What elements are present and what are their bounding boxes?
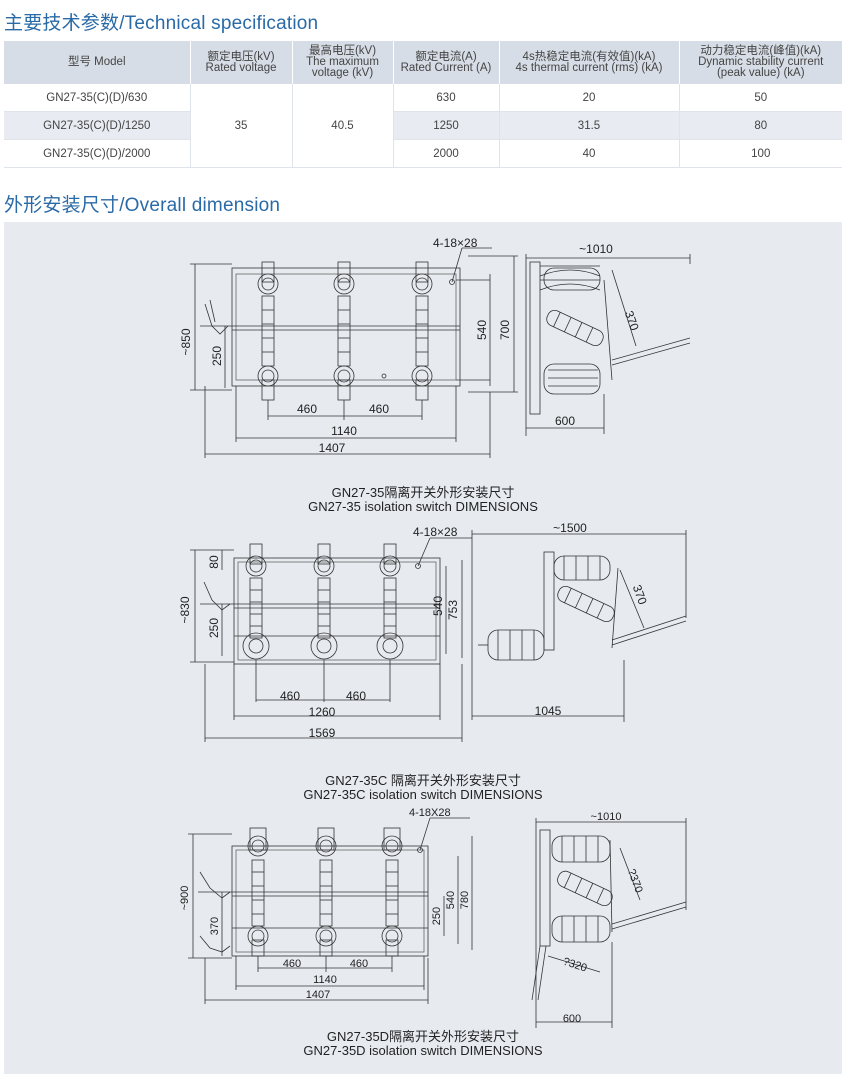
pole: [310, 543, 338, 660]
drawing-3-front: [188, 817, 473, 1004]
caption-cn: GN27-35隔离开关外形安装尺寸: [331, 485, 515, 500]
cell-current: 2000: [393, 139, 500, 168]
dim-inner-width: 1140: [331, 424, 357, 438]
dim-side-bottom: 600: [555, 414, 575, 428]
dim-side-diag: 370: [622, 309, 642, 333]
pole: [381, 827, 403, 957]
dim-pitch: 460: [346, 689, 366, 703]
dim-total-width: 1407: [319, 441, 346, 455]
dim-right-inner: 540: [475, 320, 489, 340]
pole: [242, 543, 270, 660]
header-model: 型号 Model: [4, 41, 191, 84]
dim-hole: 4-18×28: [433, 236, 478, 250]
pole: [247, 827, 269, 957]
cell-dynamic: 50: [679, 84, 842, 112]
dim-side-width: ~1010: [579, 242, 613, 256]
dim-pitch: 460: [283, 958, 301, 970]
cell-current: 630: [393, 84, 500, 112]
dim-right-inner: 540: [431, 596, 445, 616]
header-thermal-current: 4s热稳定电流(有效值)(kA)4s thermal current (rms)…: [499, 41, 680, 84]
drawing-1-side-labels: ~1010 370 600: [555, 242, 642, 428]
dim-right-inner: 540: [445, 891, 457, 909]
dim-side-bottom: 1045: [535, 704, 562, 718]
cell-current: 1250: [393, 111, 500, 140]
caption-en: GN27-35C isolation switch DIMENSIONS: [303, 787, 543, 802]
drawing-1-side: [525, 254, 691, 436]
caption-cn: GN27-35C 隔离开关外形安装尺寸: [325, 773, 521, 788]
table-row: GN27-35(C)(D)/2000 2000 40 100: [4, 139, 842, 168]
cell-thermal: 31.5: [499, 111, 680, 140]
dimension-heading: 外形安装尺寸/Overall dimension: [4, 195, 281, 216]
dim-right-outer: 780: [459, 891, 471, 909]
dim-side-diag: ?370: [625, 867, 645, 894]
table-row: GN27-35(C)(D)/1250 1250 31.5 80: [4, 111, 842, 140]
dim-total-width: 1407: [306, 989, 330, 1001]
dim-right-outer: 753: [446, 600, 460, 620]
dim-left: 250: [210, 346, 224, 366]
drawing-2-side: [471, 530, 687, 722]
dim-pitch: 460: [297, 402, 317, 416]
cell-model: GN27-35(C)(D)/630: [4, 84, 191, 112]
pole: [411, 261, 433, 401]
dim-inner-width: 1260: [309, 705, 336, 719]
drawing-2-front-labels: 4-18×28 ~830 80 250 540 753 460 460 1260…: [178, 525, 460, 740]
dim-top: 80: [207, 555, 221, 569]
drawing-3-front-labels: 4-18X28 ~900 370 250 540 780 460 460 114…: [179, 807, 471, 1001]
cell-dynamic: 100: [679, 139, 842, 168]
caption-en: GN27-35D isolation switch DIMENSIONS: [303, 1043, 543, 1058]
header-rated-current: 额定电流(A)Rated Current (A): [393, 41, 500, 84]
pole: [376, 543, 404, 660]
dim-hole: 4-18×28: [413, 525, 458, 539]
dim-side-width: ~1010: [591, 811, 622, 823]
dim-pitch: 460: [369, 402, 389, 416]
dim-left: 250: [207, 618, 221, 638]
dim-hole: 4-18X28: [409, 807, 451, 819]
cell-thermal: 20: [499, 84, 680, 112]
cell-model: GN27-35(C)(D)/1250: [4, 111, 191, 140]
cell-model: GN27-35(C)(D)/2000: [4, 139, 191, 168]
pole: [257, 261, 279, 401]
caption-en: GN27-35 isolation switch DIMENSIONS: [308, 499, 538, 514]
cell-dynamic: 80: [679, 111, 842, 140]
dim-left: 370: [209, 917, 221, 935]
dim-height-total: ~830: [178, 596, 192, 623]
header-dynamic-current: 动力稳定电流(峰值)(kA)Dynamic stability current(…: [679, 41, 842, 84]
drawing-2-side-labels: ~1500 370 1045: [535, 521, 650, 718]
dim-side-width: ~1500: [553, 521, 587, 535]
spec-header-row: 型号 Model 额定电压(kV)Rated voltage 最高电压(kV)T…: [4, 41, 842, 84]
spec-heading: 主要技术参数/Technical specification: [4, 13, 319, 34]
dim-height-total: ~850: [179, 328, 193, 355]
dimension-panel: [4, 222, 842, 1074]
dim-height-total: ~900: [179, 886, 191, 911]
spec-table: 型号 Model 额定电压(kV)Rated voltage 最高电压(kV)T…: [4, 41, 842, 168]
dim-pitch: 460: [350, 958, 368, 970]
table-row: GN27-35(C)(D)/630 35 40.5 630 20 50: [4, 84, 842, 168]
drawing-2-caption: GN27-35C 隔离开关外形安装尺寸 GN27-35C isolation s…: [4, 774, 842, 802]
dim-pitch: 460: [280, 689, 300, 703]
dim-mid: 250: [431, 907, 443, 925]
caption-cn: GN27-35D隔离开关外形安装尺寸: [326, 1029, 520, 1044]
cell-rated-voltage: 35: [190, 84, 293, 168]
drawing-3-side: [531, 818, 687, 1028]
dim-inner-width: 1140: [313, 974, 337, 986]
dim-total-width: 1569: [309, 726, 336, 740]
drawing-3-caption: GN27-35D隔离开关外形安装尺寸 GN27-35D isolation sw…: [4, 1030, 842, 1058]
dim-side-bottom: 600: [563, 1013, 581, 1025]
dim-side-diag: 370: [630, 583, 650, 607]
pole: [333, 261, 355, 401]
pole: [315, 827, 337, 957]
cell-thermal: 40: [499, 139, 680, 168]
cell-max-voltage: 40.5: [292, 84, 394, 168]
dim-side-diag2: ?320: [561, 956, 588, 975]
drawing-1-front: [190, 247, 518, 458]
drawing-2-front: [190, 537, 472, 742]
drawing-1-caption: GN27-35隔离开关外形安装尺寸 GN27-35 isolation swit…: [4, 486, 842, 514]
header-rated-voltage: 额定电压(kV)Rated voltage: [190, 41, 293, 84]
dim-right-outer: 700: [498, 320, 512, 340]
drawing-1-front-labels: 4-18×28 ~850 250 540 700 460 460 1140 14…: [179, 236, 512, 455]
